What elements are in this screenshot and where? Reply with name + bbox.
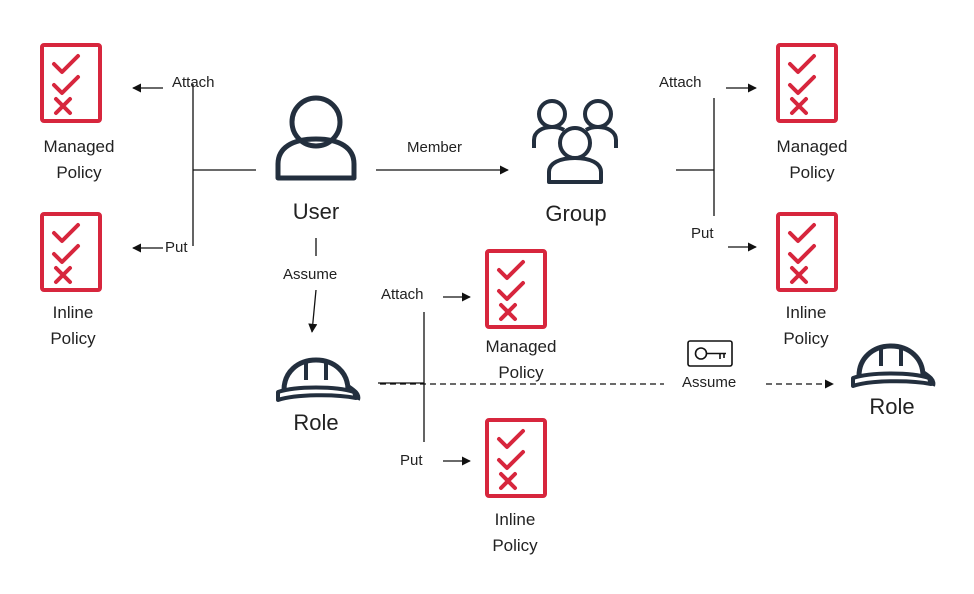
group-icon xyxy=(532,99,618,184)
checklist-icon xyxy=(40,43,102,123)
edge-label-group-put: Put xyxy=(691,225,714,242)
key-icon xyxy=(687,340,733,367)
hardhat-icon xyxy=(853,346,933,386)
edge-label-group-attach: Attach xyxy=(659,74,702,91)
user-label: User xyxy=(292,199,340,224)
user-managed-policy-label: Managed Policy xyxy=(24,134,134,186)
user-policy-connectors xyxy=(132,83,256,253)
role-managed-policy-label: Managed Policy xyxy=(466,334,576,386)
role-label: Role xyxy=(293,410,339,435)
checklist-icon xyxy=(40,212,102,292)
group-inline-policy-label: Inline Policy xyxy=(751,300,861,352)
policy-label-line: Policy xyxy=(789,163,835,182)
policy-label-line: Policy xyxy=(498,363,544,382)
user-icon xyxy=(275,95,357,181)
group-policy-connectors xyxy=(676,83,757,252)
edge-label-user-attach: Attach xyxy=(172,74,215,91)
policy-label-line: Policy xyxy=(56,163,102,182)
group-label: Group xyxy=(545,201,607,226)
policy-label-line: Inline xyxy=(785,303,827,322)
policy-label-line: Policy xyxy=(783,329,829,348)
policy-label-line: Policy xyxy=(492,536,538,555)
user-inline-policy-label: Inline Policy xyxy=(18,300,128,352)
policy-label-line: Policy xyxy=(50,329,96,348)
policy-label-line: Managed xyxy=(43,137,115,156)
group-managed-policy-label: Managed Policy xyxy=(757,134,867,186)
edge-label-user-assume: Assume xyxy=(283,266,338,283)
edge-label-role-put: Put xyxy=(400,452,423,469)
edge-label-member: Member xyxy=(407,139,463,156)
policy-label-line: Managed xyxy=(776,137,848,156)
edge-label-role-attach: Attach xyxy=(381,286,424,303)
edge-label-role-assume: Assume xyxy=(682,374,737,391)
checklist-icon xyxy=(485,249,547,329)
target-role-label: Role xyxy=(869,394,915,419)
hardhat-icon xyxy=(278,360,358,400)
policy-label-line: Inline xyxy=(52,303,94,322)
role-policy-connectors xyxy=(378,292,471,466)
role-inline-policy-label: Inline Policy xyxy=(460,507,570,559)
policy-label-line: Inline xyxy=(494,510,536,529)
checklist-icon xyxy=(776,43,838,123)
edge-label-user-put: Put xyxy=(165,239,188,256)
checklist-icon xyxy=(485,418,547,498)
checklist-icon xyxy=(776,212,838,292)
assume-arrow-down xyxy=(308,289,318,333)
policy-label-line: Managed xyxy=(485,337,557,356)
